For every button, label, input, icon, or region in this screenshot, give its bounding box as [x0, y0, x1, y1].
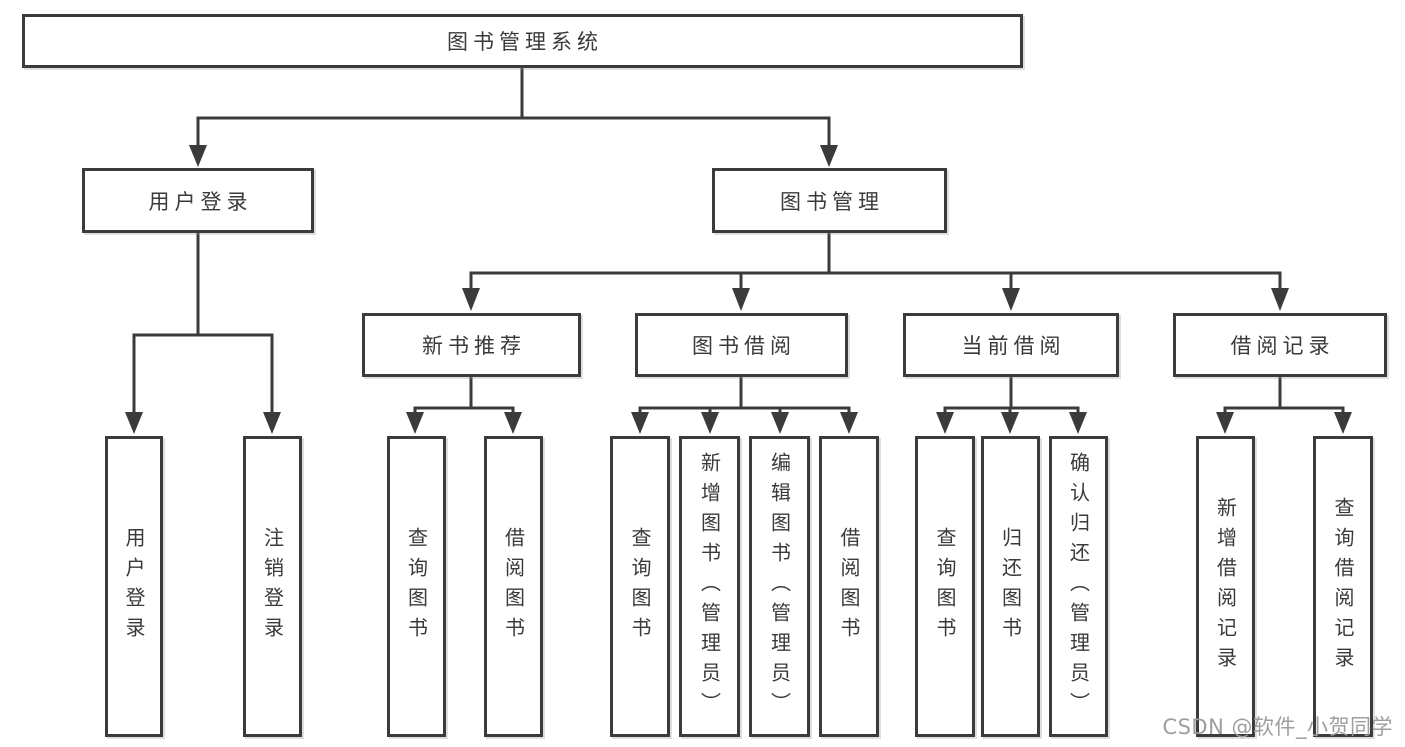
leaf-logout: 注销登录: [243, 436, 302, 737]
arrowhead-icon: [732, 288, 750, 311]
leaf-edit-book-admin: 编辑图书（管理员）: [749, 436, 810, 737]
leaf-add-book-admin: 新增图书（管理员）: [679, 436, 740, 737]
node-library-management-system: 图书管理系统: [22, 14, 1023, 68]
node-book-management: 图书管理: [712, 168, 947, 233]
connector-root-to-level1: [196, 66, 831, 150]
node-borrow-records: 借阅记录: [1173, 313, 1387, 377]
node-new-book-recommend: 新书推荐: [362, 313, 581, 377]
arrowhead-icon: [771, 412, 789, 434]
leaf-query-books-current: 查询图书: [915, 436, 975, 737]
arrowheads: [125, 145, 1352, 434]
leaf-confirm-return-admin: 确认归还（管理员）: [1049, 436, 1108, 737]
connector-book-management-children: [469, 231, 1282, 296]
connector-new-book-children: [413, 375, 515, 416]
arrowhead-icon: [504, 412, 522, 434]
arrowhead-icon: [263, 412, 281, 434]
leaf-borrow-books-borrow: 借阅图书: [819, 436, 879, 737]
arrowhead-icon: [189, 145, 207, 167]
arrowhead-icon: [406, 412, 424, 434]
connector-current-borrow-children: [943, 375, 1080, 416]
arrowhead-icon: [1216, 412, 1234, 434]
node-book-borrow: 图书借阅: [635, 313, 848, 377]
arrowhead-icon: [1271, 288, 1289, 311]
leaf-query-borrow-record: 查询借阅记录: [1313, 436, 1373, 737]
arrowhead-icon: [1001, 412, 1019, 434]
connector-book-borrow-children: [638, 375, 851, 416]
arrowhead-icon: [820, 145, 838, 167]
leaf-borrow-books-recommend: 借阅图书: [484, 436, 543, 737]
arrowhead-icon: [1334, 412, 1352, 434]
arrowhead-icon: [936, 412, 954, 434]
arrowhead-icon: [840, 412, 858, 434]
leaf-add-borrow-record: 新增借阅记录: [1196, 436, 1255, 737]
arrowhead-icon: [462, 288, 480, 311]
leaf-user-login: 用户登录: [105, 436, 163, 737]
csdn-watermark: CSDN @软件_小贺同学: [1162, 715, 1393, 739]
leaf-query-books-recommend: 查询图书: [387, 436, 446, 737]
arrowhead-icon: [631, 412, 649, 434]
arrowhead-icon: [701, 412, 719, 434]
node-user-login: 用户登录: [82, 168, 314, 233]
connector-user-login-children: [132, 231, 274, 418]
arrowhead-icon: [1069, 412, 1087, 434]
node-current-borrow: 当前借阅: [903, 313, 1119, 377]
leaf-query-books-borrow: 查询图书: [610, 436, 670, 737]
arrowhead-icon: [125, 412, 143, 434]
connector-borrow-records-children: [1223, 375, 1345, 416]
leaf-return-book: 归还图书: [981, 436, 1040, 737]
arrowhead-icon: [1002, 288, 1020, 311]
